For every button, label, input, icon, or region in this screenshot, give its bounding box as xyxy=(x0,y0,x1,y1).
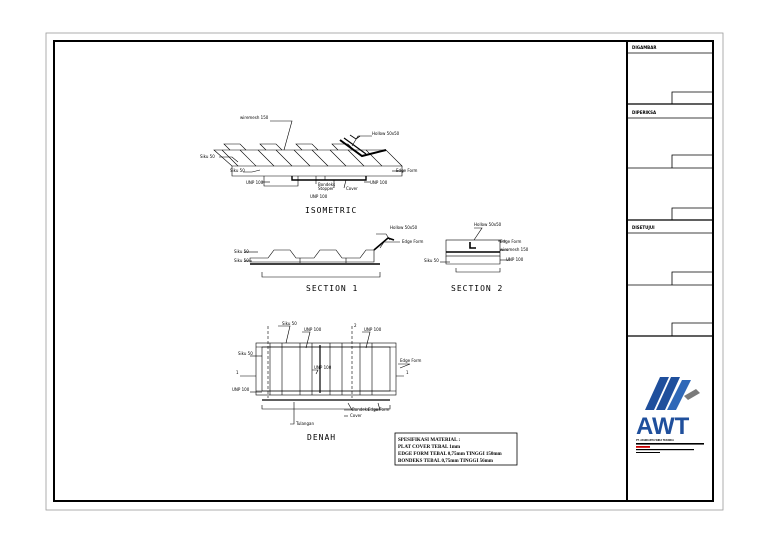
denah-view xyxy=(240,325,411,425)
denah-label-unp-a: UNP 100 xyxy=(304,327,322,332)
isometric-labels: wiremesh 150 Hollow 50x50 Siku 50 Siku 5… xyxy=(200,115,418,215)
title-block: DIGAMBAR DIPERIKSA DISETUJUI xyxy=(627,45,713,337)
iso-label-wiremesh: wiremesh 150 xyxy=(240,115,269,120)
logo-text: AWT xyxy=(636,413,690,440)
sec2-label-hollow: Hollow 50x50 xyxy=(474,222,502,227)
logo-stripe-2 xyxy=(656,377,680,410)
sec2-label-unp: UNP 100 xyxy=(506,257,524,262)
sec2-label-siku: Siku 50 xyxy=(424,258,439,263)
section-2-view xyxy=(440,227,510,273)
sec1-label-edge: Edge Form xyxy=(402,239,424,244)
iso-label-unp-2: UNP 100 xyxy=(310,194,328,199)
iso-label-unp-1: UNP 100 xyxy=(246,180,264,185)
spec-heading: SPESIFIKASI MATERIAL : xyxy=(398,438,460,443)
company-underline xyxy=(636,443,704,445)
sec1-label-hollow: Hollow 50x50 xyxy=(390,225,418,230)
sec1-title: SECTION 1 xyxy=(306,284,358,293)
iso-title: ISOMETRIC xyxy=(305,206,357,215)
drawing-frame xyxy=(53,40,714,502)
section-header-approved: DISETUJUI xyxy=(632,225,655,230)
logo-accent xyxy=(684,389,700,400)
iso-label-hollow: Hollow 50x50 xyxy=(372,131,400,136)
denah-label-mark-1: 1 xyxy=(236,370,239,375)
iso-label-unp-3: UNP 100 xyxy=(370,180,388,185)
iso-label-stopper: Stopper xyxy=(318,186,334,191)
sec2-label-edge: Edge Form xyxy=(500,239,522,244)
spec-line-2: EDGE FORM TEBAL 0,75mm TINGGI 150mm xyxy=(398,452,503,457)
denah-label-mark-1b: 1 xyxy=(406,370,409,375)
spec-line-1: PLAT COVER TEBAL 1mm xyxy=(398,445,461,450)
denah-title: DENAH xyxy=(307,433,336,442)
denah-label-mark-2: 2 xyxy=(354,323,357,328)
denah-labels: Siku 50 UNP 100 2 UNP 100 Siku 50 Edge F… xyxy=(232,321,422,442)
denah-label-edge-right: Edge Form xyxy=(400,358,422,363)
denah-label-unp-c: UNP 100 xyxy=(314,365,332,370)
denah-label-tulangan: Tulangan xyxy=(295,421,314,426)
spec-box: SPESIFIKASI MATERIAL : PLAT COVER TEBAL … xyxy=(394,432,518,466)
paper-border xyxy=(45,32,724,511)
company-contact-line xyxy=(636,452,660,453)
section-1-labels: Hollow 50x50 Edge Form Siku 50 Siku 50 S… xyxy=(234,225,424,293)
spec-line-3: BONDEKS TEBAL 0,75mm TINGGI 56mm xyxy=(398,459,494,464)
company-red-line xyxy=(636,446,650,448)
section-1-view xyxy=(244,233,400,278)
company-name: PT. ADHIKARYA WIRA TEKNIKA xyxy=(636,439,674,442)
company-logo: AWT PT. ADHIKARYA WIRA TEKNIKA xyxy=(636,372,706,453)
iso-label-cover: Cover xyxy=(346,186,358,191)
sec2-title: SECTION 2 xyxy=(451,284,503,293)
iso-label-siku-2: Siku 50 xyxy=(230,168,245,173)
iso-label-edge: Edge Form xyxy=(396,168,418,173)
denah-label-siku-top: Siku 50 xyxy=(282,321,297,326)
iso-label-bondeks: Bondeks xyxy=(318,182,335,187)
sec2-label-wiremesh: wiremesh 150 xyxy=(500,247,529,252)
sec1-label-siku-2: Siku 50 xyxy=(234,258,249,263)
isometric-view xyxy=(213,120,404,189)
denah-label-siku-left: Siku 50 xyxy=(238,351,253,356)
denah-label-cover: Cover xyxy=(350,413,362,418)
iso-label-siku-1: Siku 50 xyxy=(200,154,215,159)
sec1-label-siku-1: Siku 50 xyxy=(234,249,249,254)
denah-label-bondeks: Bondeks xyxy=(352,407,369,412)
section-header-drawn: DIGAMBAR xyxy=(632,45,656,50)
denah-label-unp-left: UNP 100 xyxy=(232,387,250,392)
denah-label-unp-b: UNP 100 xyxy=(364,327,382,332)
logo-stripe-1 xyxy=(645,377,669,410)
company-address-line xyxy=(636,449,694,451)
logo-stripe-3 xyxy=(667,380,691,410)
section-2-labels: Hollow 50x50 Edge Form wiremesh 150 Siku… xyxy=(424,222,529,293)
denah-label-edge-bottom: Edge Form xyxy=(368,407,390,412)
section-header-checked: DIPERIKSA xyxy=(632,110,657,115)
